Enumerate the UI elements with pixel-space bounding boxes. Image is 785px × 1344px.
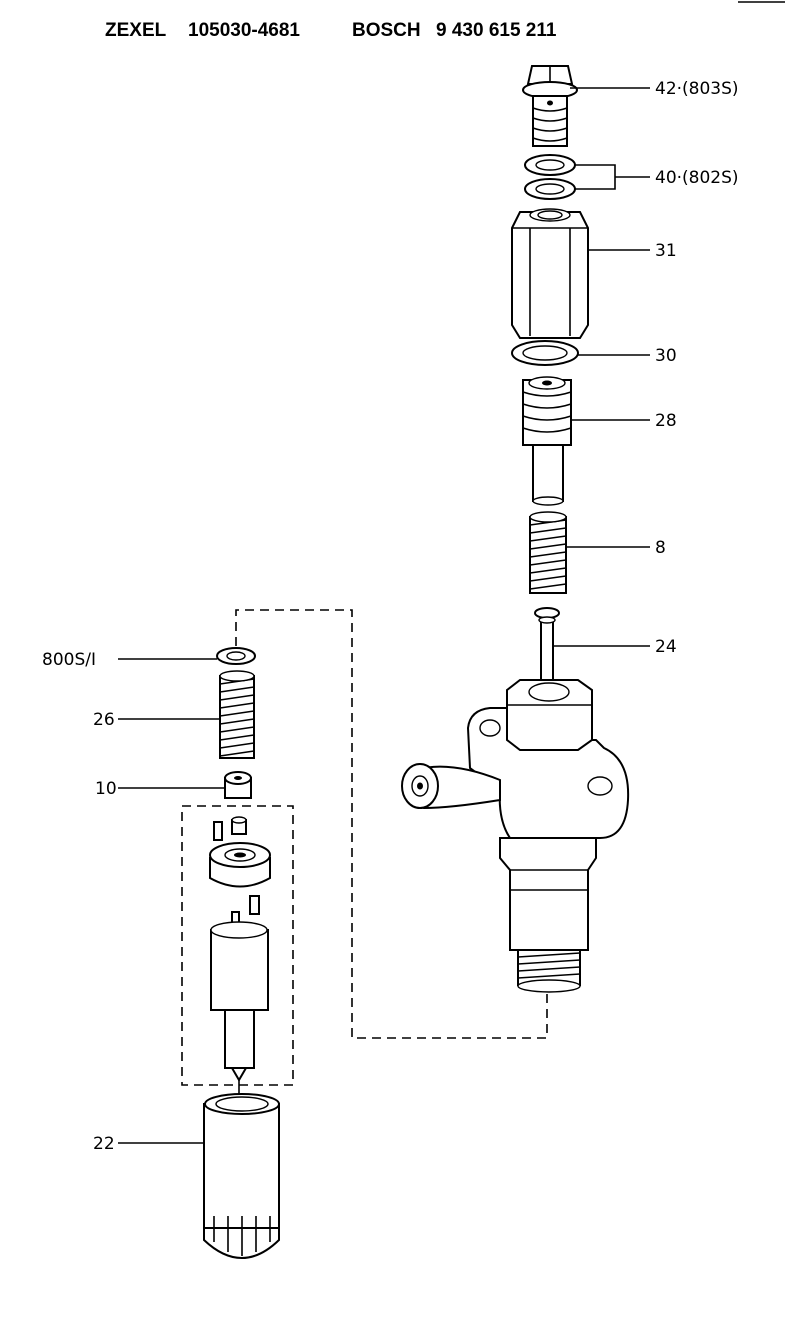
callout-31: 31 xyxy=(655,241,677,261)
assembly-connector-line xyxy=(235,609,548,1039)
callout-24: 24 xyxy=(655,637,677,657)
part-42-hollow-screw xyxy=(522,65,578,147)
callouts: 42·(803S) 40·(802S) 31 30 28 8 24 800S/I… xyxy=(42,79,739,1154)
part-30-washer xyxy=(511,340,579,366)
leader-lines xyxy=(118,87,650,1144)
part-22-nozzle-nut xyxy=(203,1093,280,1259)
part-10-spring-seat xyxy=(224,771,252,799)
callout-22: 22 xyxy=(93,1134,115,1154)
callout-30: 30 xyxy=(655,346,677,366)
callout-8: 8 xyxy=(655,538,666,558)
part-800s-shim xyxy=(216,647,256,665)
header: ZEXEL 105030-4681 BOSCH 9 430 615 211 xyxy=(105,1,785,41)
part-31-cap-nut xyxy=(511,208,589,339)
callout-42: 42·(803S) xyxy=(655,79,739,99)
oem-part-number: 9 430 615 211 xyxy=(436,20,557,41)
callout-40: 40·(802S) xyxy=(655,168,739,188)
part-26-spring xyxy=(219,670,255,759)
brand-label: ZEXEL xyxy=(105,20,167,41)
oem-brand-label: BOSCH xyxy=(352,20,421,41)
nozzle-assembly-parts xyxy=(209,816,271,1100)
callout-26: 26 xyxy=(93,710,115,730)
callout-800s: 800S/I xyxy=(42,650,96,670)
part-28-edge-filter xyxy=(522,376,572,506)
part-8-spring xyxy=(529,511,567,594)
callout-28: 28 xyxy=(655,411,677,431)
nozzle-holder-body xyxy=(401,679,630,993)
part-40-washers xyxy=(524,154,576,200)
callout-10: 10 xyxy=(95,779,117,799)
zexel-part-number: 105030-4681 xyxy=(188,20,300,41)
